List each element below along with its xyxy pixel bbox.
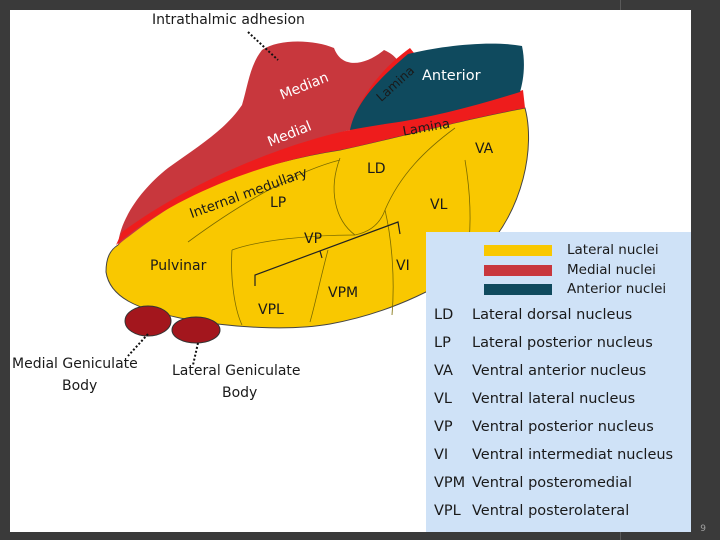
label-vp: VP xyxy=(304,231,322,247)
legend-swatch-anterior xyxy=(484,284,552,295)
label-lgb: Lateral Geniculate xyxy=(172,363,301,379)
label-intrathalamic: Intrathalmic adhesion xyxy=(152,12,305,28)
legend-label-medial: Medial nuclei xyxy=(567,262,656,278)
vp-bracket xyxy=(254,221,401,286)
label-vpl: VPL xyxy=(258,302,284,318)
internal-medullary-lamina xyxy=(116,48,525,245)
label-mgb-body: Body xyxy=(62,378,97,394)
label-vpm: VPM xyxy=(328,285,358,301)
pointer-mgb xyxy=(127,333,149,357)
boundary-line xyxy=(231,249,243,326)
pointer-lgb xyxy=(192,342,199,366)
boundary-line xyxy=(384,127,456,211)
legend-swatch-lateral xyxy=(484,245,552,256)
legend-swatch-medial xyxy=(484,265,552,276)
label-vl: VL xyxy=(430,197,448,213)
label-lp: LP xyxy=(270,195,286,211)
label-ld: LD xyxy=(367,161,386,177)
lateral-geniculate-body xyxy=(171,316,221,344)
label-vi: VI xyxy=(396,258,410,274)
boundary-line xyxy=(187,159,341,243)
legend-label-lateral: Lateral nuclei xyxy=(567,242,659,258)
medial-geniculate-body xyxy=(124,305,172,337)
label-va: VA xyxy=(475,141,494,157)
boundary-line xyxy=(231,234,356,251)
boundary-line xyxy=(309,249,329,323)
boundary-line xyxy=(333,157,356,236)
slide: Intrathalmic adhesion Median Medial Inte… xyxy=(10,10,691,532)
thalamus-diagram: Intrathalmic adhesion Median Medial Inte… xyxy=(12,12,530,401)
legend-label-anterior: Anterior nuclei xyxy=(567,281,667,297)
label-lgb-body: Body xyxy=(222,385,257,401)
label-mgb: Medial Geniculate xyxy=(12,356,138,372)
pointer-intrathalamic xyxy=(247,31,279,61)
label-anterior: Anterior xyxy=(422,68,481,84)
label-pulvinar: Pulvinar xyxy=(150,258,207,274)
boundary-line xyxy=(384,209,394,316)
page-number: 9 xyxy=(700,524,706,534)
boundary-line xyxy=(354,209,386,236)
abbreviation-panel xyxy=(426,232,691,532)
anterior-nuclei-region xyxy=(350,43,524,130)
